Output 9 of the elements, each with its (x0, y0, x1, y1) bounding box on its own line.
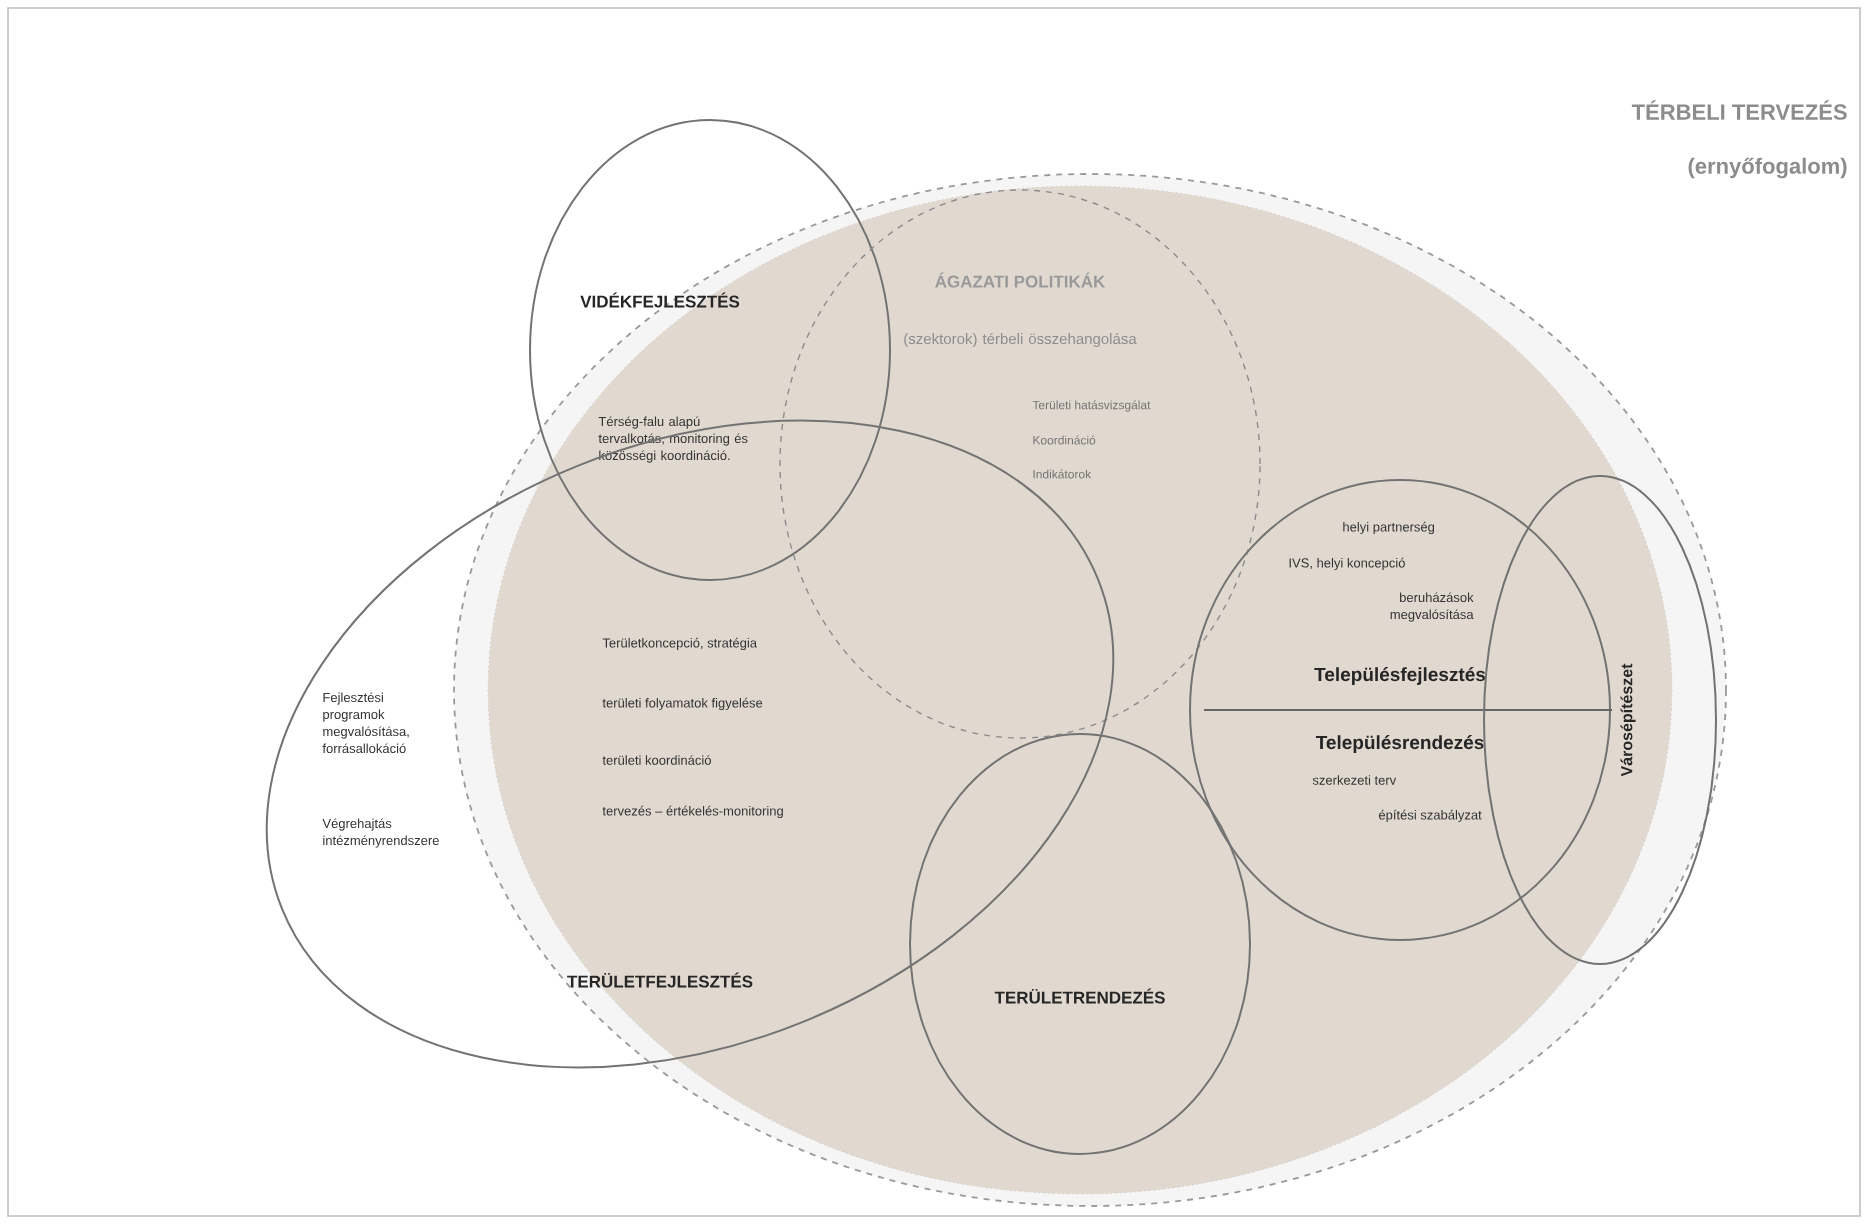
heading: Településfejlesztés (1314, 667, 1486, 685)
heading: Településrendezés (1315, 735, 1484, 753)
heading: VIDÉKFEJLESZTÉS (580, 292, 740, 308)
heading: Városépítészet (1620, 663, 1636, 777)
heading: (ernyőfogalom) (1688, 157, 1847, 179)
heading: ÁGAZATI POLITIKÁK (935, 272, 1106, 288)
heading: TERÜLETRENDEZÉS (994, 988, 1165, 1004)
heading: TÉRBELI TERVEZÉS (1631, 100, 1847, 120)
heading: TERÜLETFEJLESZTÉS (567, 972, 753, 988)
